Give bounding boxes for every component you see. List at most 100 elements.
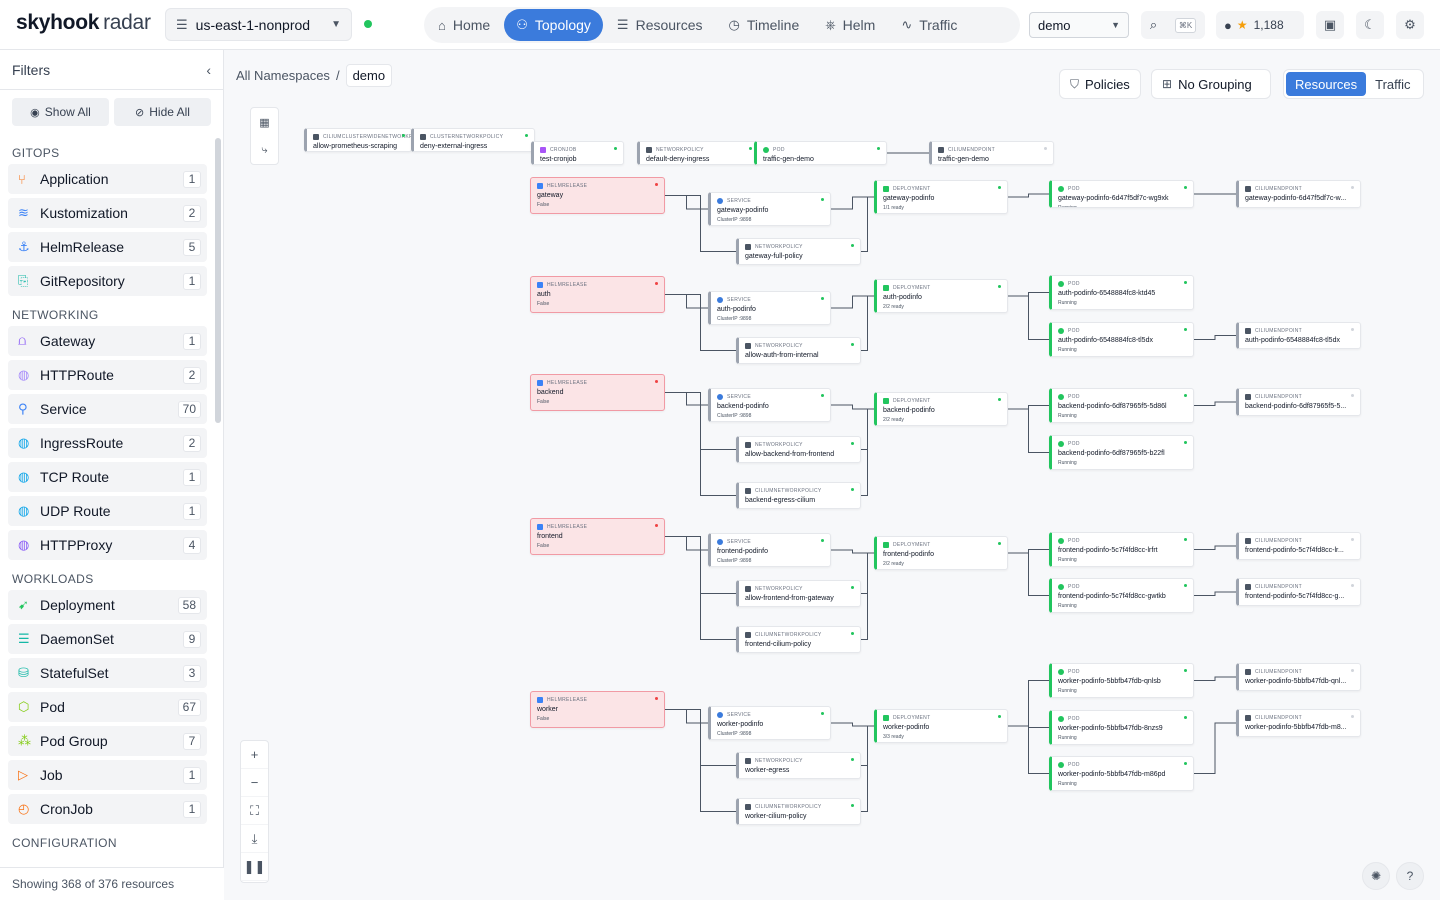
nav-tab-home[interactable]: ⌂Home [426,9,502,41]
cluster-selector[interactable]: ☰ us-east-1-nonprod ▼ [165,8,352,41]
mode-traffic-button[interactable]: Traffic [1375,76,1411,92]
nav-tab-topology[interactable]: ⚇Topology [504,9,603,41]
settings-button[interactable]: ⚙ [1396,11,1424,39]
debug-button[interactable]: ✺ [1362,862,1390,890]
zoom-in-icon[interactable]: + [241,741,268,769]
hide-all-button[interactable]: ⊘Hide All [114,98,211,126]
sidebar-scrollbar[interactable] [215,138,221,423]
nav-tab-resources[interactable]: ☰Resources [605,9,715,41]
grouping-button[interactable]: ⊞No Grouping [1151,69,1271,99]
breadcrumb-root[interactable]: All Namespaces [236,68,330,83]
github-button[interactable]: ● ★ 1,188 [1216,11,1304,39]
namespace-select[interactable]: demo ▼ [1029,12,1129,38]
show-all-button[interactable]: ◉Show All [12,98,109,126]
help-button[interactable]: ? [1396,862,1424,890]
policies-button[interactable]: ⛉Policies [1059,69,1141,99]
zoom-out-icon[interactable]: − [241,769,268,797]
theme-toggle-button[interactable]: ☾ [1356,11,1384,39]
nav-tab-helm[interactable]: ⎈Helm [813,9,887,41]
chevron-left-icon[interactable]: ‹ [206,61,211,78]
fit-view-icon[interactable]: ⛶ [241,797,268,825]
search-button[interactable]: ⌕ ⌘K [1141,11,1205,39]
tree-layout-icon[interactable]: ⤷ [261,143,268,156]
topology-node-cw[interactable]: CILIUMCLUSTERWIDENETWORKPOLICYallow-prom… [304,128,412,152]
download-icon[interactable]: ⤓ [241,825,268,853]
mode-resources-button[interactable]: Resources [1286,72,1367,96]
topology-edge [861,725,874,812]
kind-icon [1058,186,1064,192]
grid-layout-icon[interactable]: ▦ [259,116,270,129]
nav-tab-timeline[interactable]: ◷Timeline [717,9,812,41]
branch-icon: ⑂ [18,171,26,187]
terminal-button[interactable]: ▣ [1316,11,1344,39]
pause-icon[interactable]: ❚❚ [241,853,268,881]
nav-tab-traffic[interactable]: ∿Traffic [889,9,969,41]
topology-canvas[interactable]: CILIUMCLUSTERWIDENETWORKPOLICYallow-prom… [224,50,1440,900]
